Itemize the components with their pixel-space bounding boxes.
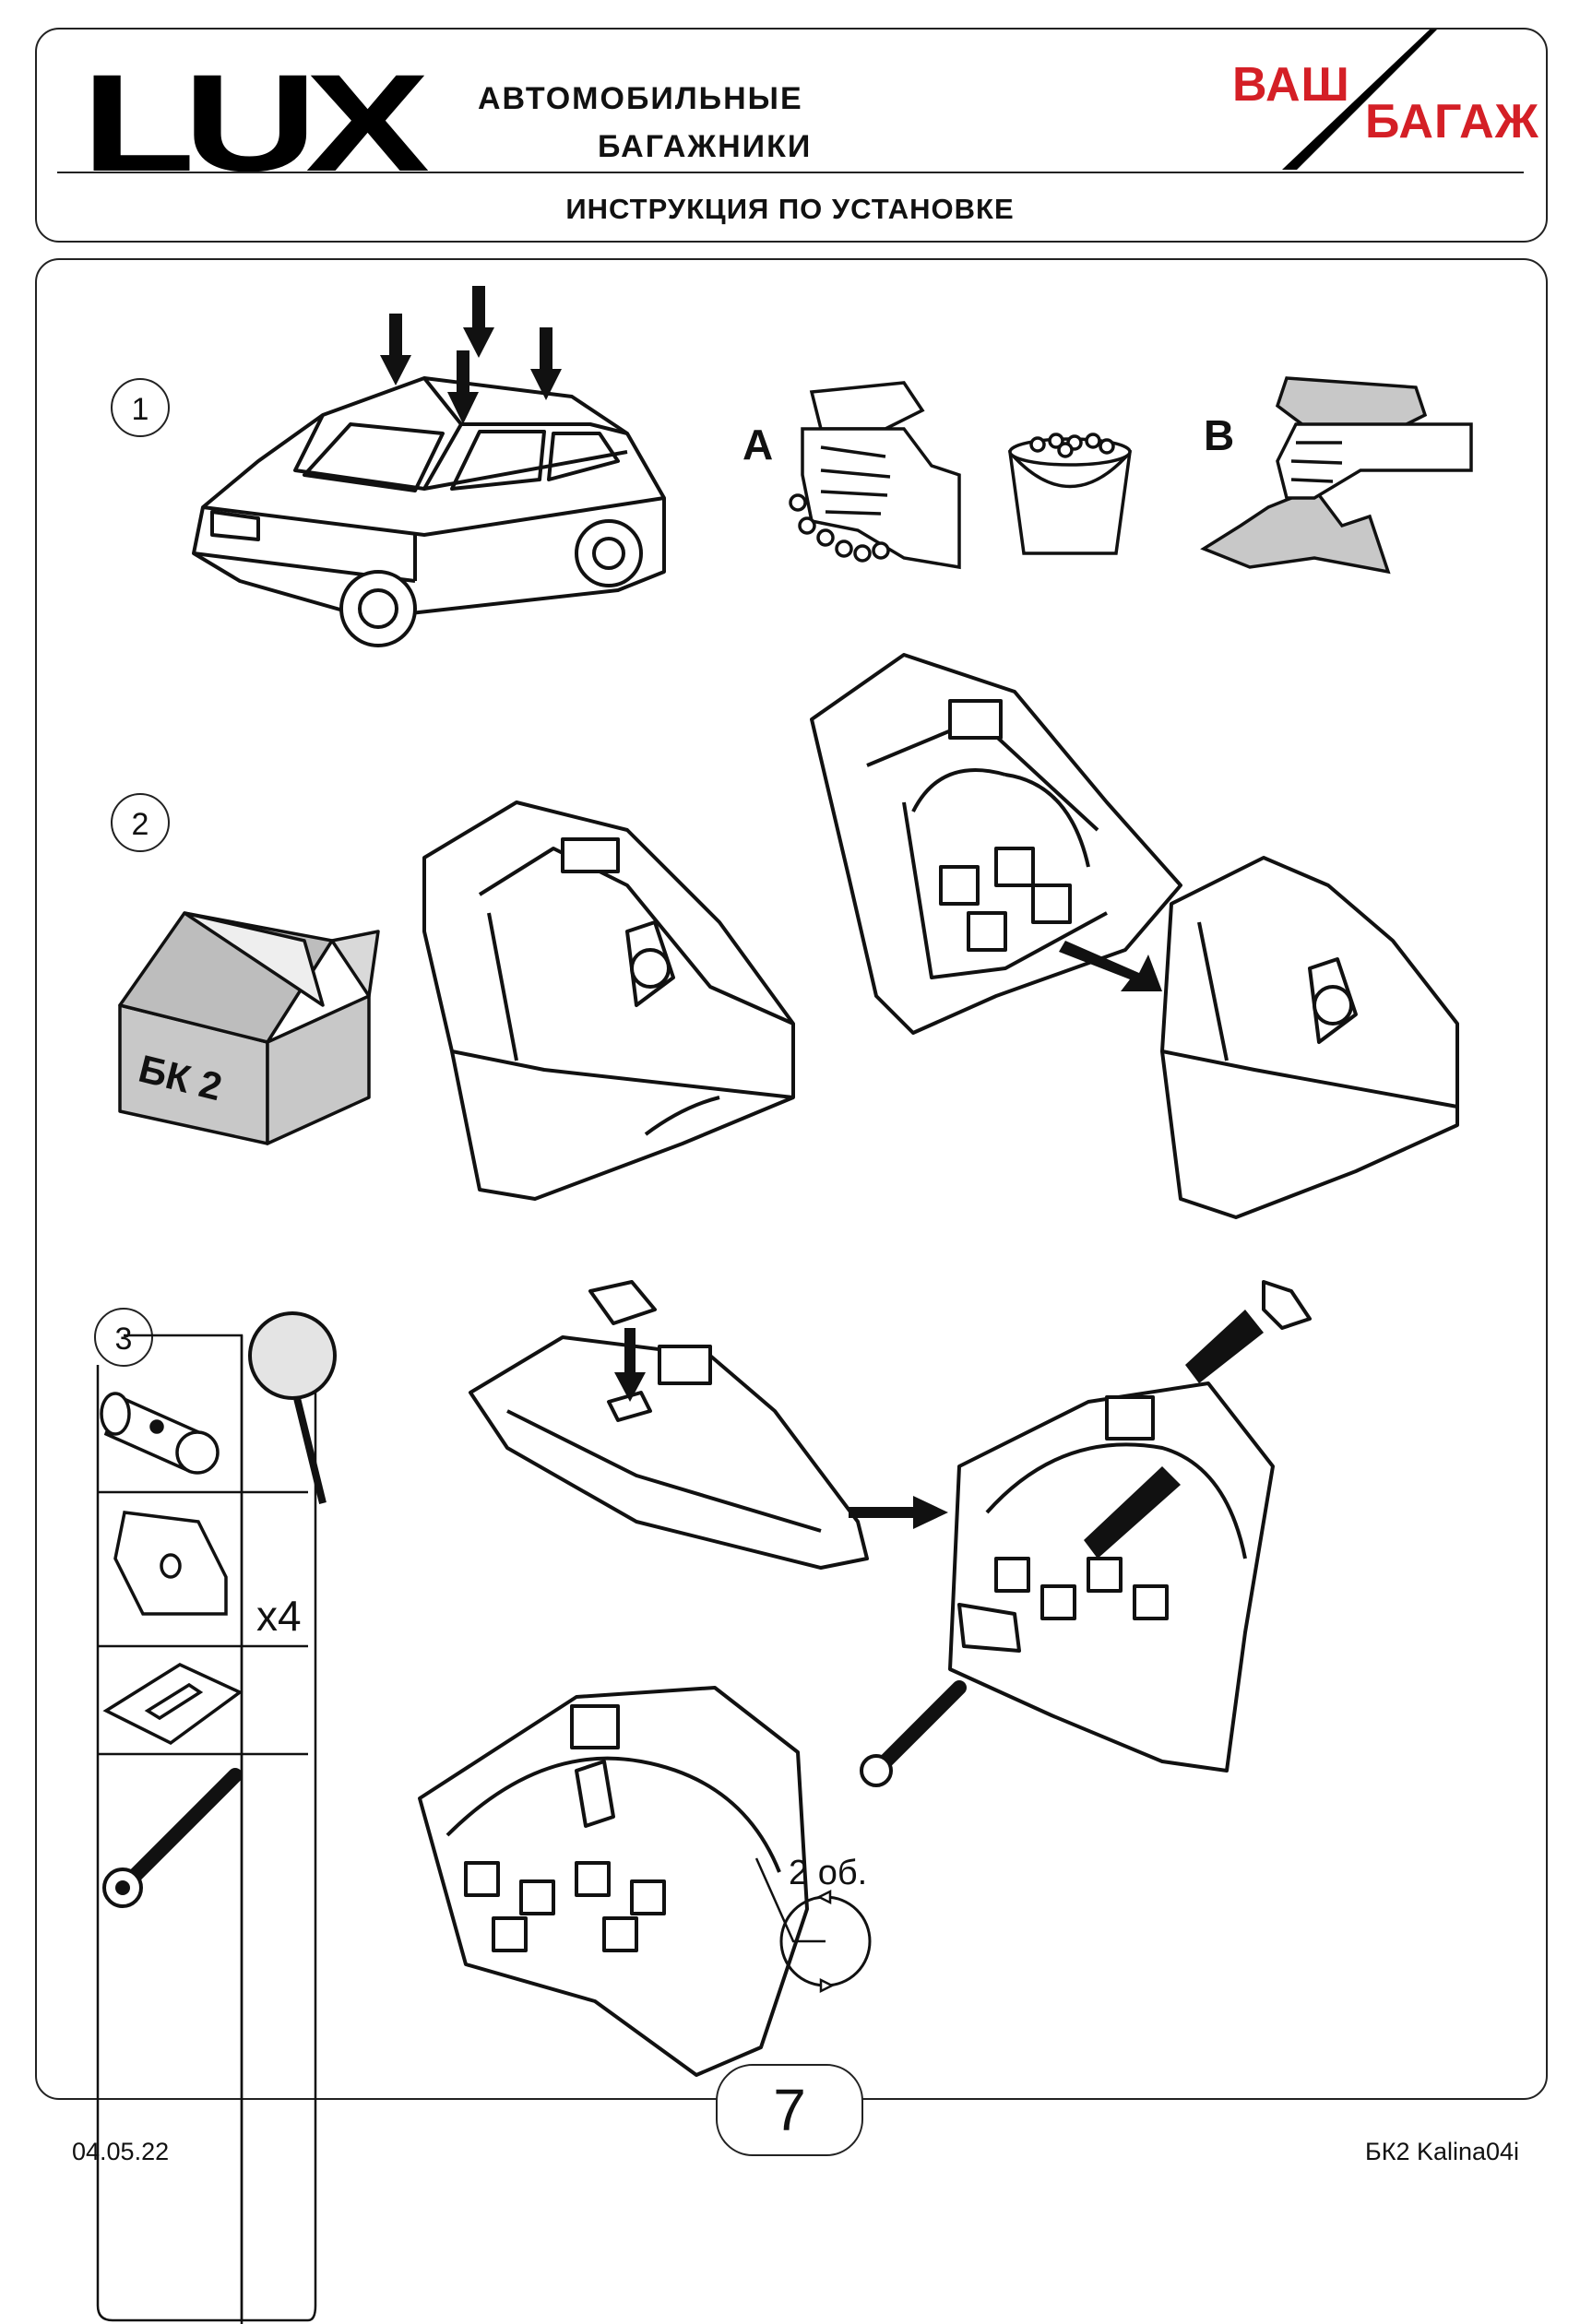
rack-foot-final xyxy=(418,1686,809,2077)
hex-bolt-icon xyxy=(102,1768,243,1908)
page-number: 7 xyxy=(716,2064,863,2156)
brand-slash-icon xyxy=(1282,30,1437,170)
roof-rack-foot-assembled xyxy=(422,800,795,1201)
step-3-number: 3 xyxy=(94,1308,153,1367)
car-illustration xyxy=(192,286,666,647)
magnifier-icon xyxy=(248,1311,337,1504)
parts-quantity: x4 xyxy=(256,1592,302,1640)
footer-date: 04.05.22 xyxy=(72,2138,170,2165)
brand-word-1: ВАШ xyxy=(1232,58,1350,112)
rotation-turns-icon xyxy=(754,1857,872,1994)
page-title: ИНСТРУКЦИЯ ПО УСТАНОВКЕ xyxy=(565,193,1015,225)
cylinder-pin-icon xyxy=(100,1392,220,1475)
tagline-line-2: БАГАЖНИКИ xyxy=(598,129,813,164)
step-1-label-a: A xyxy=(742,421,774,468)
roof-rack-foot-disassembled xyxy=(810,653,1459,1219)
step-2-number: 2 xyxy=(111,793,170,852)
arrow-right xyxy=(849,1496,948,1529)
turns-label: 2 об. xyxy=(789,1854,868,1892)
rack-foot-bolt-assembly xyxy=(860,1280,1312,1787)
wiping-cloth-icon xyxy=(1200,376,1473,575)
step-1-number: 1 xyxy=(111,378,170,437)
step-1-label-b: B xyxy=(1204,411,1235,459)
header-panel xyxy=(35,28,1548,243)
lux-logo: LUX xyxy=(81,45,430,200)
water-bucket-icon xyxy=(1007,433,1133,555)
footer-document-code: БК2 Kalina04i xyxy=(1365,2138,1520,2165)
tagline-line-1: АВТОМОБИЛЬНЫЕ xyxy=(478,81,803,116)
square-nut-plate-icon xyxy=(113,1511,228,1616)
header-divider xyxy=(57,172,1524,173)
rack-foot-top-cover xyxy=(469,1280,869,1570)
washing-hands-icon xyxy=(789,381,961,570)
box-bk2-illustration xyxy=(118,911,380,1145)
brand-word-2: БАГАЖ xyxy=(1365,95,1539,148)
slotted-washer-icon xyxy=(102,1663,244,1746)
